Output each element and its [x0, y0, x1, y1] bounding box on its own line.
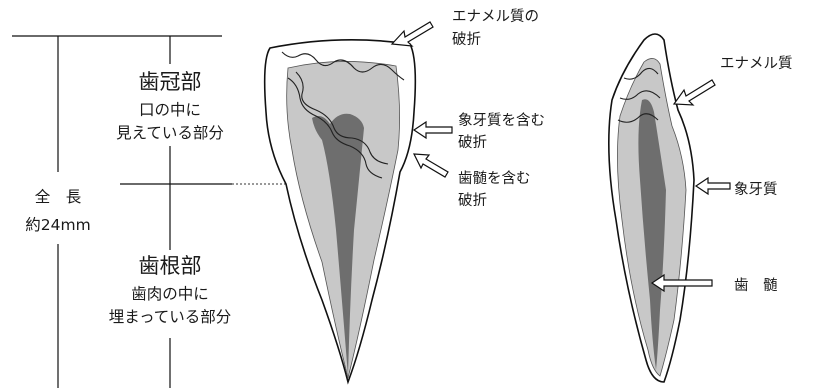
pulp-fracture-label-1: 歯髄を含む [458, 170, 531, 187]
dentin-label: 象牙質 [734, 180, 778, 198]
crown-desc-line2: 見えている部分 [116, 124, 224, 142]
front-tooth [265, 40, 416, 382]
total-length-value: 約24mm [25, 216, 90, 234]
enamel-arrow [674, 80, 715, 105]
crown-label: 歯冠部 [139, 70, 202, 94]
enamel-fracture-arrow [392, 22, 433, 46]
pulp-label: 歯 髄 [734, 277, 778, 294]
side-tooth [609, 34, 694, 382]
dentin-fracture-arrow [414, 122, 452, 138]
root-desc-line2: 埋まっている部分 [109, 308, 232, 326]
dentin-fracture-label-2: 破折 [458, 134, 487, 151]
root-desc-line1: 歯肉の中に [131, 285, 209, 303]
enamel-fracture-label-2: 破折 [452, 31, 481, 48]
root-label: 歯根部 [139, 254, 202, 278]
pulp-fracture-label-2: 破折 [458, 192, 487, 209]
total-length-label: 全 長 [35, 188, 82, 206]
crown-desc-line1: 口の中に [139, 101, 201, 119]
pulp-fracture-arrow [414, 154, 448, 177]
enamel-label: エナメル質 [720, 54, 793, 72]
enamel-fracture-label-1: エナメル質の [452, 7, 539, 25]
dentin-fracture-label-1: 象牙質を含む [458, 111, 545, 129]
dentin-arrow [696, 178, 730, 194]
